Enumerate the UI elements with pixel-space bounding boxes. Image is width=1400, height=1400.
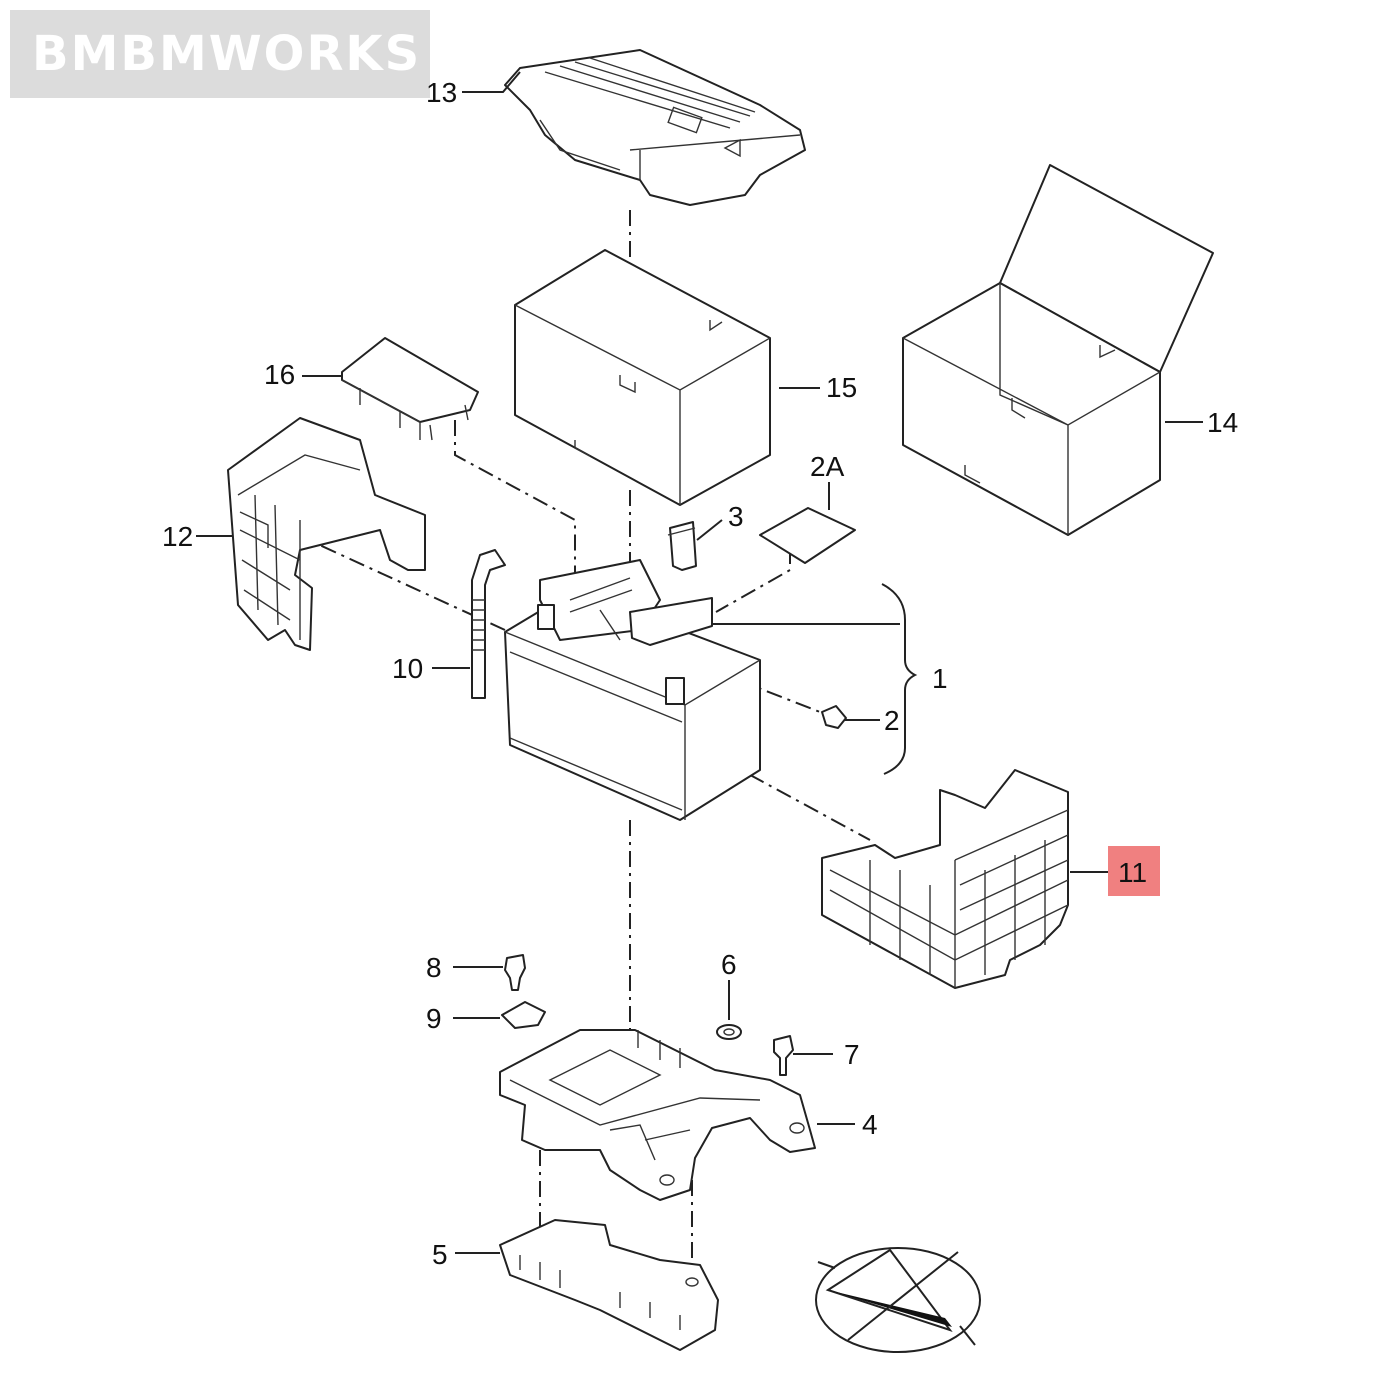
callout-11[interactable]: 11 bbox=[1118, 857, 1147, 888]
callout-4[interactable]: 4 bbox=[862, 1109, 878, 1140]
bolt-8-part[interactable] bbox=[504, 954, 526, 991]
warning-label-part[interactable] bbox=[759, 507, 856, 564]
thermal-insulation-box-part[interactable] bbox=[514, 249, 771, 506]
callout-11-highlight bbox=[1108, 846, 1160, 896]
nut-part[interactable] bbox=[716, 1024, 742, 1040]
callout-13[interactable]: 13 bbox=[426, 77, 457, 108]
vent-elbow-part[interactable] bbox=[667, 521, 697, 571]
tray-base-part[interactable] bbox=[499, 1219, 719, 1351]
callout-numbers: 13 15 14 16 12 2A 3 10 1 2 11 8 6 9 7 4 … bbox=[162, 77, 1238, 1270]
compass-orientation-icon bbox=[815, 1247, 981, 1353]
battery-part[interactable] bbox=[504, 559, 761, 821]
hold-down-clamp-part[interactable] bbox=[501, 1001, 546, 1029]
callout-5[interactable]: 5 bbox=[432, 1239, 448, 1270]
leader-lines bbox=[196, 71, 1203, 1254]
callout-2a[interactable]: 2A bbox=[810, 451, 845, 482]
group-1-bracket bbox=[881, 583, 918, 775]
callout-12[interactable]: 12 bbox=[162, 521, 193, 552]
callout-3[interactable]: 3 bbox=[728, 501, 744, 532]
bolt-7-part[interactable] bbox=[773, 1035, 794, 1076]
callout-10[interactable]: 10 bbox=[392, 653, 423, 684]
watermark-text: BMBMWORKS bbox=[32, 26, 422, 82]
callout-9[interactable]: 9 bbox=[426, 1003, 442, 1034]
left-heat-shield-part[interactable] bbox=[227, 417, 426, 651]
callout-14[interactable]: 14 bbox=[1207, 407, 1238, 438]
callout-8[interactable]: 8 bbox=[426, 952, 442, 983]
callout-16[interactable]: 16 bbox=[264, 359, 295, 390]
callout-2[interactable]: 2 bbox=[884, 705, 900, 736]
watermark-logo: BMBMWORKS bbox=[10, 10, 430, 98]
callout-6[interactable]: 6 bbox=[721, 949, 737, 980]
battery-tray-part[interactable] bbox=[499, 1029, 816, 1201]
battery-plug-part[interactable] bbox=[821, 705, 847, 729]
battery-cover-part[interactable] bbox=[504, 49, 806, 206]
vent-hose-part[interactable] bbox=[471, 549, 506, 699]
callout-1[interactable]: 1 bbox=[932, 663, 948, 694]
front-heat-shield-part[interactable] bbox=[821, 769, 1069, 989]
callout-15[interactable]: 15 bbox=[826, 372, 857, 403]
callout-7[interactable]: 7 bbox=[844, 1039, 860, 1070]
terminal-cover-part[interactable] bbox=[341, 337, 479, 441]
thermal-box-open-lid-part[interactable] bbox=[902, 164, 1214, 536]
